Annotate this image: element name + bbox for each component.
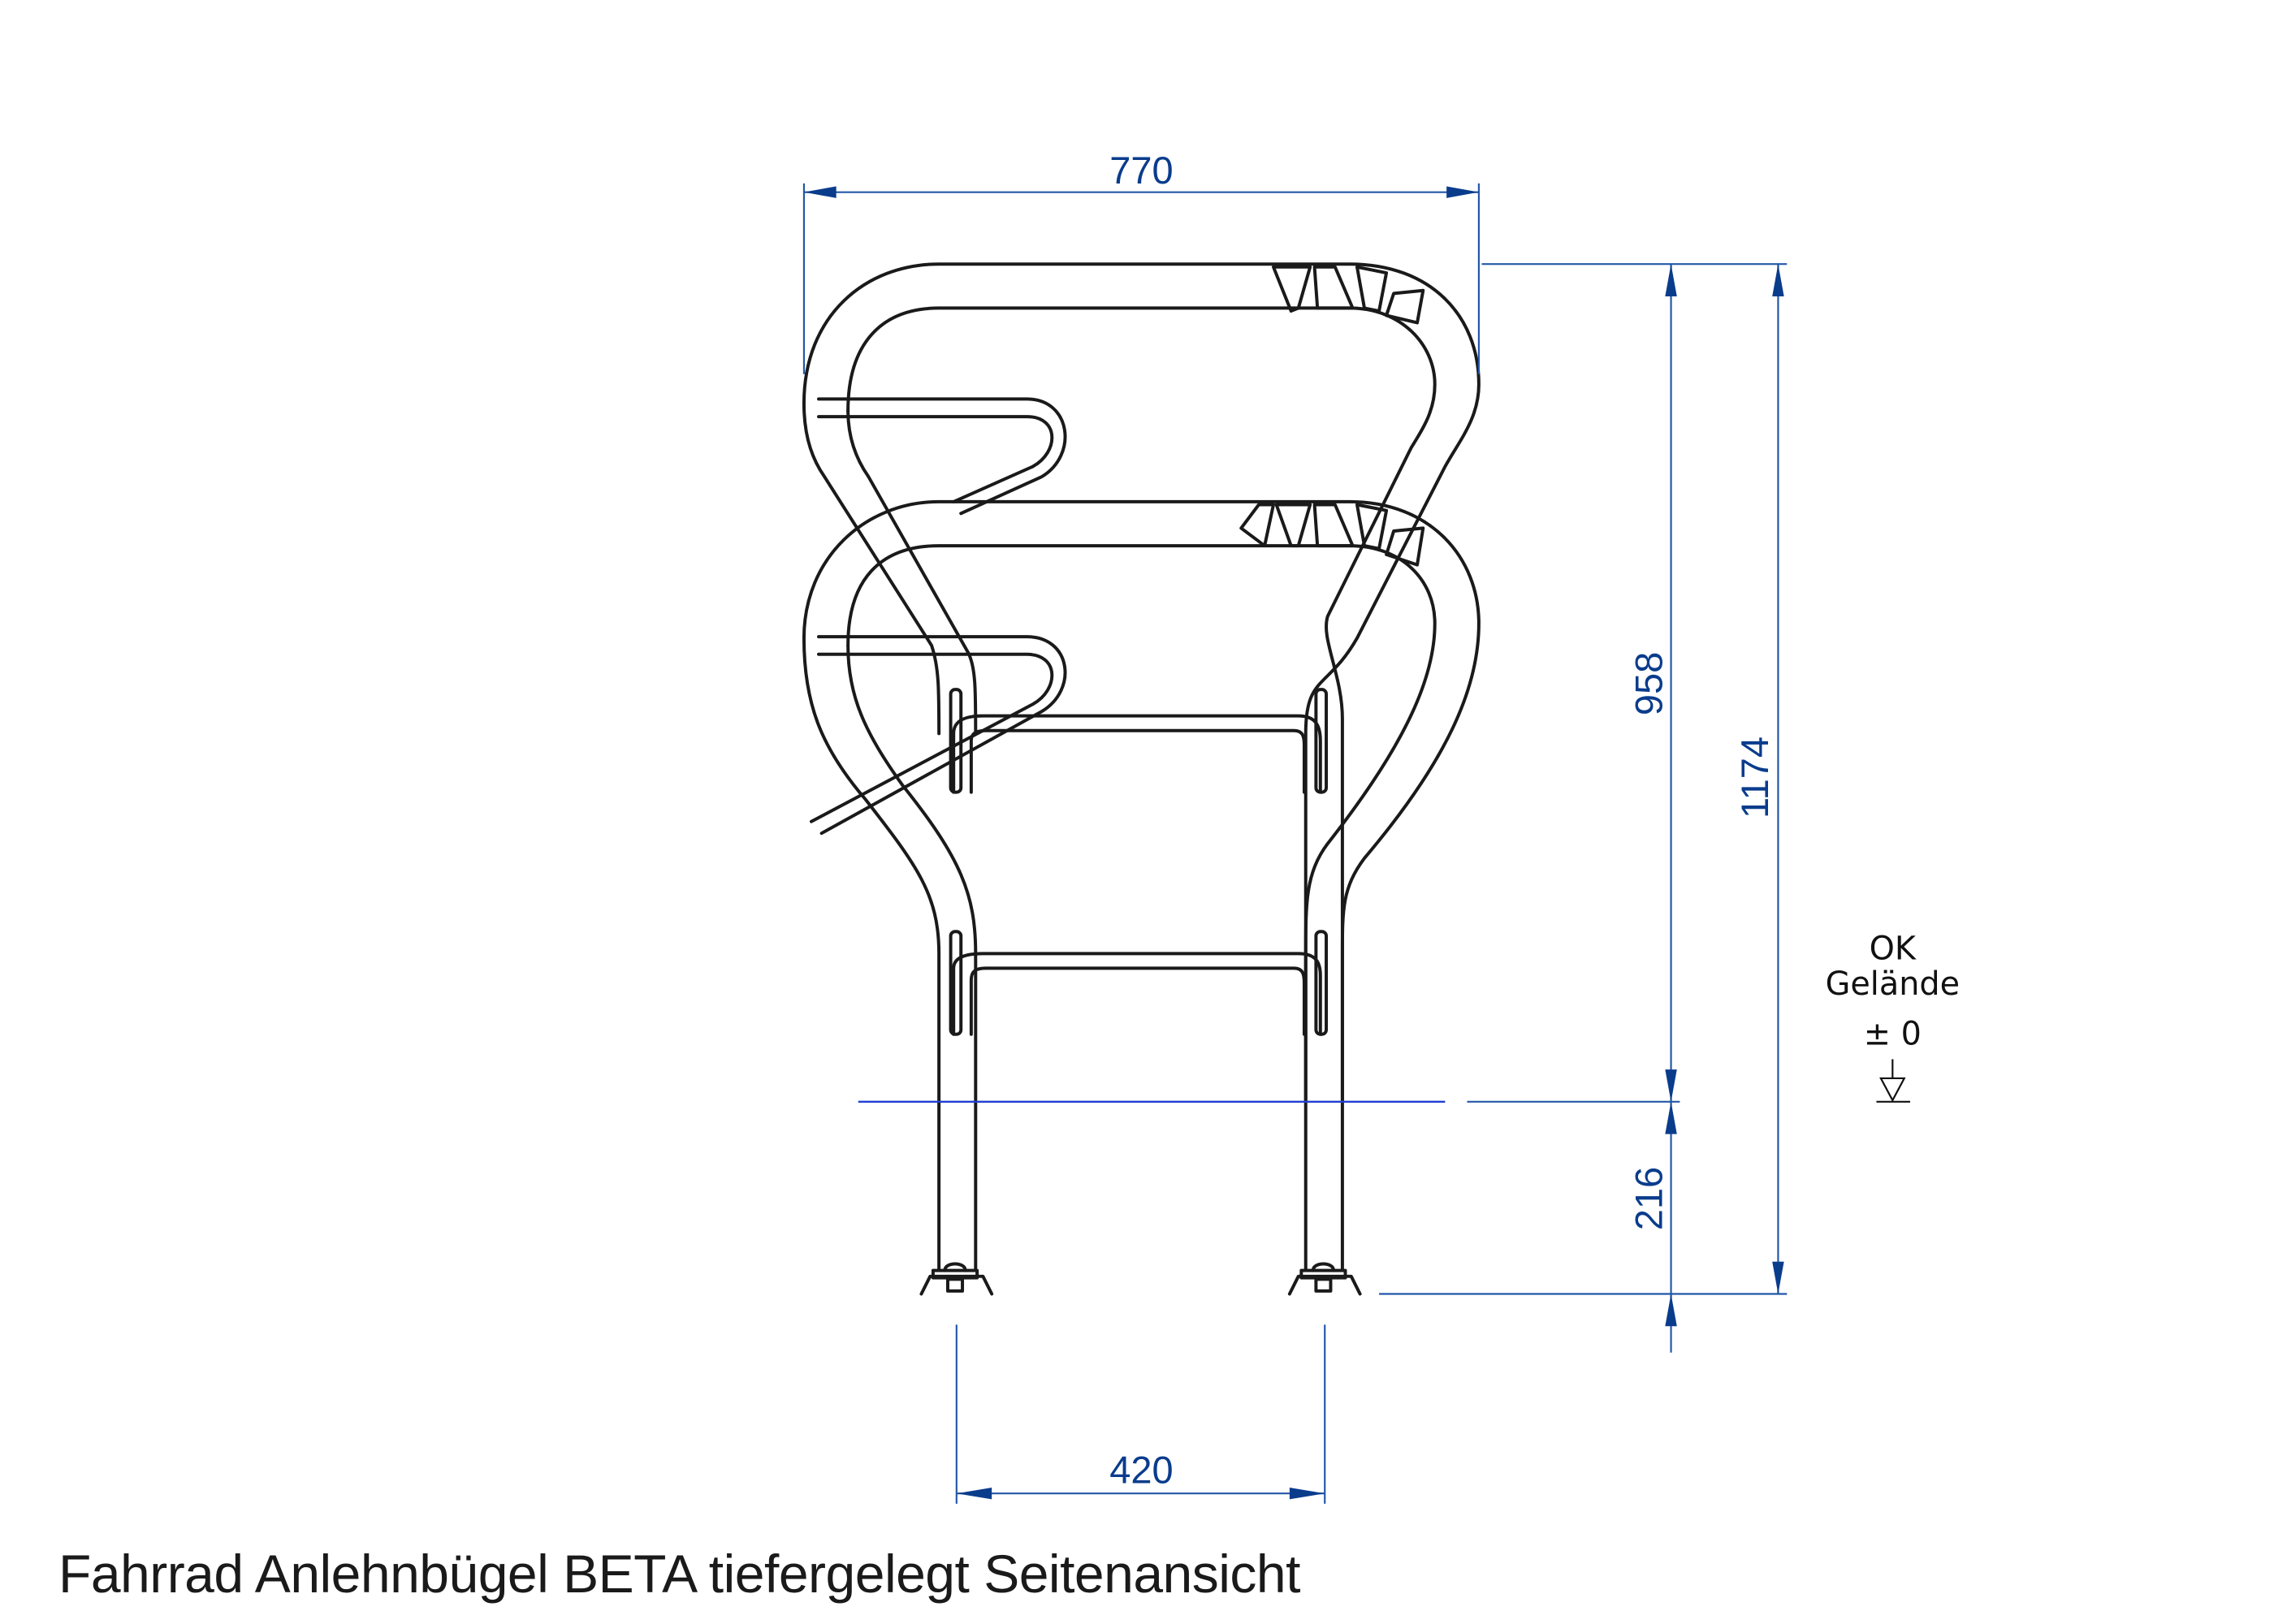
dimension-1174 <box>1772 264 1784 1294</box>
dimension-216-label: 216 <box>1628 1167 1671 1230</box>
dimension-1174-label: 1174 <box>1733 736 1776 818</box>
ground-label-ok: OK <box>1870 931 1917 968</box>
dimension-770 <box>802 183 1480 374</box>
rear-hoop <box>802 262 1481 1103</box>
foot-right <box>1287 1262 1362 1296</box>
dimension-958-label: 958 <box>1628 652 1671 715</box>
dimension-216 <box>1665 1101 1677 1353</box>
dimension-770-label: 770 <box>1109 149 1173 192</box>
ground-label-gelaende: Gelände <box>1826 965 1960 1003</box>
dimension-420-label: 420 <box>1109 1449 1173 1492</box>
foot-left <box>919 1262 994 1296</box>
ground-label-level: ± 0 <box>1864 1015 1922 1052</box>
ground-level-icon <box>1876 1059 1910 1103</box>
drawing-caption: Fahrrad Anlehnbügel BETA tiefergelegt Se… <box>58 1544 1300 1604</box>
dimension-420 <box>955 1324 1326 1504</box>
front-hoop <box>802 499 1481 1271</box>
dimension-958 <box>1665 264 1677 1102</box>
